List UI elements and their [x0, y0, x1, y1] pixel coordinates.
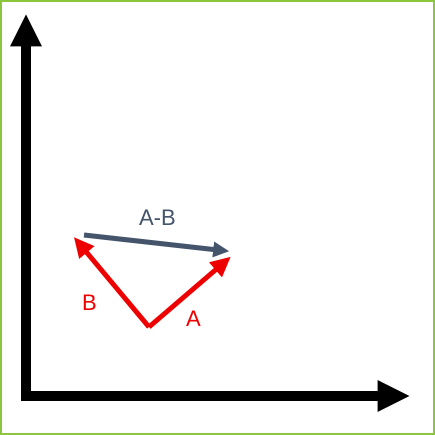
- vector-b: [74, 237, 151, 329]
- vector-a: [147, 256, 231, 329]
- vector-a-minus-b-label: A-B: [139, 205, 176, 230]
- vector-a-label: A: [186, 306, 201, 331]
- vector-b-label: B: [82, 290, 97, 315]
- vector-a-minus-b: [83, 232, 230, 258]
